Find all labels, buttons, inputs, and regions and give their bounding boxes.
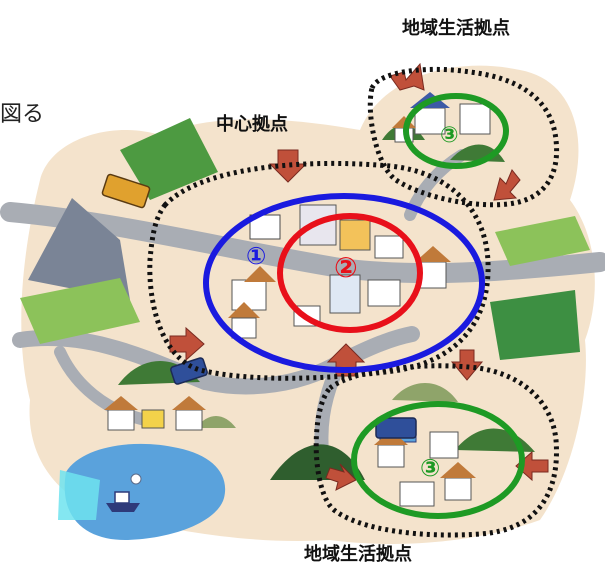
bus-top-left <box>101 173 151 209</box>
mountain-left <box>28 198 130 300</box>
arrow-bottom-left <box>325 463 357 491</box>
field-left <box>20 278 140 344</box>
marker-3-bottom: ③ <box>420 454 440 482</box>
zone-1-ellipse <box>203 193 485 373</box>
zone-2-ellipse <box>277 213 423 333</box>
bus-middle <box>170 357 208 385</box>
zone-3-top-ellipse <box>403 93 509 169</box>
label-local-hub-bottom: 地域生活拠点 <box>304 544 412 565</box>
marker-1: ① <box>246 242 266 270</box>
zone-3-bottom-ellipse <box>351 401 525 519</box>
boat <box>106 491 140 512</box>
field-right <box>495 216 590 266</box>
hill-mid-right <box>392 383 458 402</box>
catchment-boundaries <box>147 66 560 538</box>
gull <box>130 473 142 485</box>
arrow-top-right-1 <box>389 62 425 91</box>
hill-small <box>196 416 236 428</box>
town-bottom-left <box>104 396 206 431</box>
bus-bottom-right <box>375 417 417 439</box>
marker-3-top: ③ <box>440 123 459 148</box>
arrow-top-right-2 <box>493 169 521 201</box>
boundary-central <box>147 160 491 381</box>
lake-highlight <box>58 470 100 520</box>
lake <box>64 443 226 541</box>
label-central-hub: 中心拠点 <box>216 114 288 135</box>
field-top-left <box>120 118 218 200</box>
boundary-bottom-right <box>313 363 559 538</box>
hill-bottom-right <box>455 428 535 452</box>
label-local-hub-top: 地域生活拠点 <box>402 18 510 39</box>
marker-2: ② <box>334 251 358 284</box>
cut-off-text: 図る <box>0 102 45 127</box>
boundary-top-right <box>367 66 560 208</box>
field-bottom-right <box>490 290 580 360</box>
